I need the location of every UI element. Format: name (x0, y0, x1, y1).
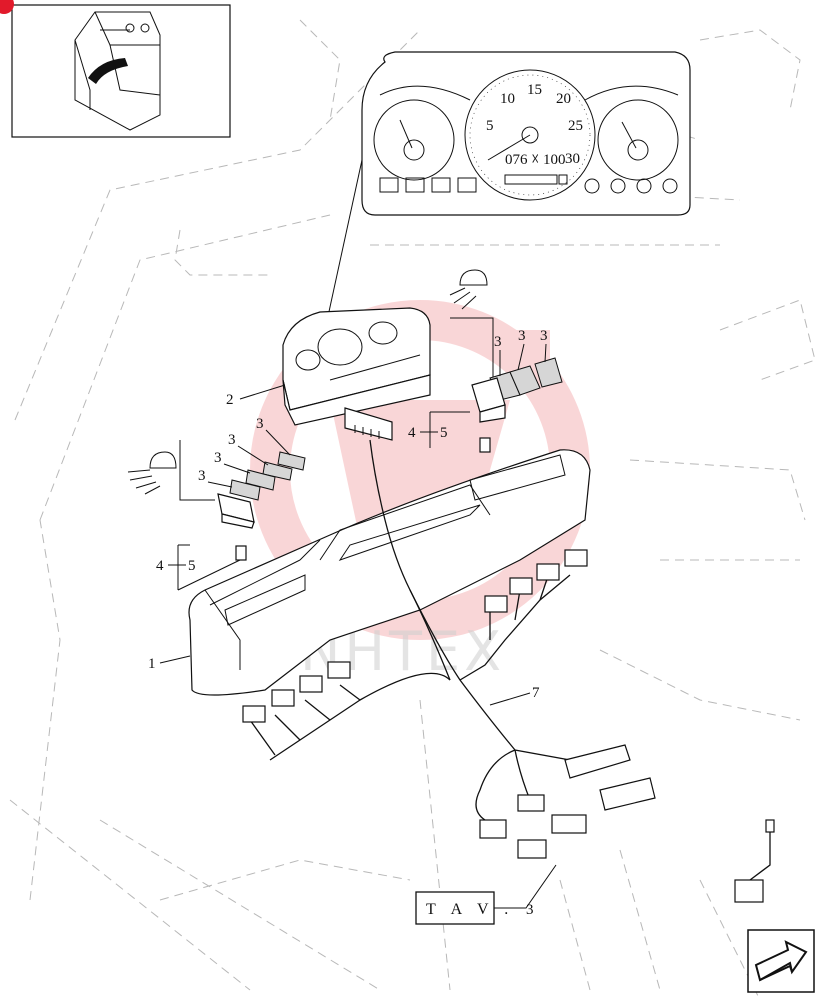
callout-3: 3 (256, 416, 264, 432)
callout-3: 3 (214, 450, 222, 466)
callout-5: 5 (188, 558, 196, 574)
reference-label: T A V . (426, 901, 514, 918)
svg-text:20: 20 (556, 91, 571, 107)
switch-cap-set-left[interactable] (229, 451, 306, 501)
thumbnail-badge (0, 0, 14, 14)
callout-4: 4 (408, 425, 416, 441)
svg-text:10: 10 (500, 91, 515, 107)
leader-1 (159, 655, 191, 664)
callout-3: 3 (540, 328, 548, 344)
reference-number: 3 (526, 902, 534, 918)
cab-thumbnail-icon (74, 11, 161, 131)
svg-text:30: 30 (565, 151, 580, 167)
instrument-panel-detail: 5 10 15 20 25 30 076 ☓ 100 (361, 51, 691, 216)
next-page-button[interactable] (747, 929, 815, 993)
leader-3-left (207, 429, 291, 488)
switch-cap-set-right[interactable] (489, 357, 563, 401)
leader-7 (489, 692, 531, 706)
next-page-arrow-icon (754, 940, 808, 982)
cab-thumbnail[interactable] (0, 0, 231, 138)
callout-4: 4 (156, 558, 164, 574)
work-light-icon (449, 269, 494, 400)
gauge-readout: 076 ☓ 100 (505, 152, 565, 168)
instrument-cluster[interactable] (282, 307, 431, 426)
switch-left[interactable] (217, 493, 255, 529)
callout-3: 3 (494, 334, 502, 350)
wiring-harness[interactable] (249, 439, 571, 821)
harness-connector-set[interactable] (242, 549, 775, 903)
dashboard-panel[interactable] (188, 449, 591, 696)
connector-left[interactable] (235, 545, 247, 561)
callout-3: 3 (228, 432, 236, 448)
bracket-4-5-right (429, 411, 470, 448)
svg-text:5: 5 (486, 118, 494, 134)
callout-3: 3 (198, 468, 206, 484)
callout-2: 2 (226, 392, 234, 408)
detail-leader-line (324, 159, 363, 331)
leader-3-right (499, 343, 547, 376)
gauge-scale: 5 10 15 20 25 30 (486, 82, 583, 167)
bracket-4-5-left (177, 544, 241, 591)
work-light-icon (127, 440, 215, 501)
leader-2 (239, 384, 286, 400)
callout-5: 5 (440, 425, 448, 441)
svg-text:25: 25 (568, 118, 583, 134)
svg-text:15: 15 (527, 82, 542, 98)
cross-reference-box[interactable]: T A V . 3 (415, 864, 557, 925)
callout-3: 3 (518, 328, 526, 344)
callout-7: 7 (532, 685, 540, 701)
switch-right[interactable] (471, 377, 506, 423)
connector-right[interactable] (479, 437, 491, 453)
cluster-connector[interactable] (344, 407, 393, 441)
callout-1: 1 (148, 656, 156, 672)
